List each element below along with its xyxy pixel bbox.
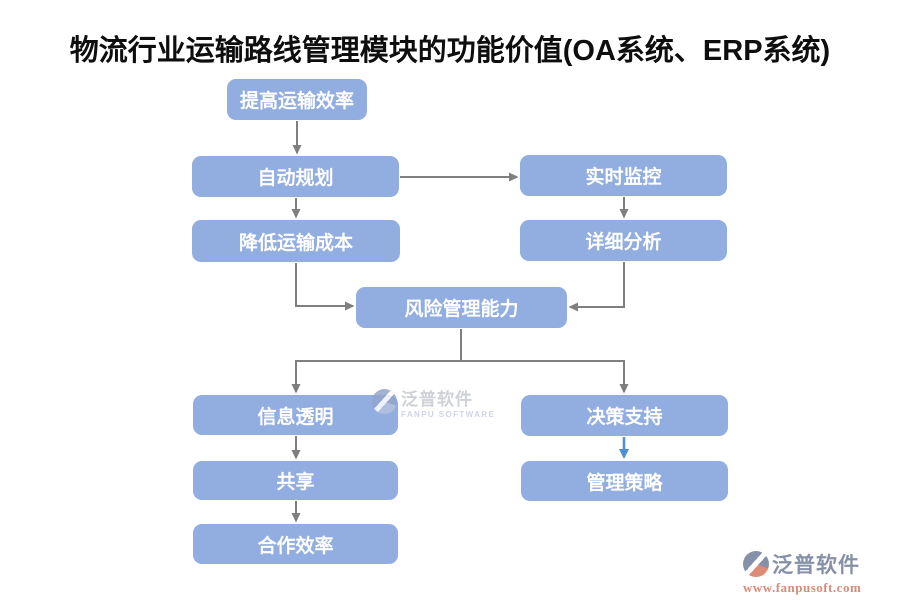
node-label: 风险管理能力: [404, 299, 519, 320]
node-label: 实时监控: [585, 167, 662, 188]
node-cooperation-efficiency: 合作效率: [193, 524, 398, 564]
fanpu-logo-icon: [372, 389, 397, 414]
edge-analysis-to-risk: [568, 262, 625, 312]
watermark-brand: 泛普软件: [401, 390, 473, 409]
node-sharing: 共享: [193, 461, 398, 500]
edge-risk-to-decision: [461, 360, 629, 394]
node-label: 合作效率: [257, 535, 334, 557]
node-detailed-analysis: 详细分析: [520, 220, 727, 261]
node-label: 提高运输效率: [239, 91, 354, 112]
edge-risk-to-transparency: [291, 329, 462, 394]
node-label: 信息透明: [257, 406, 334, 428]
footer-brand-row: 泛普软件: [743, 549, 860, 579]
node-label: 管理策略: [586, 472, 663, 494]
node-auto-planning: 自动规划: [192, 156, 399, 197]
node-label: 降低运输成本: [238, 232, 353, 254]
footer-brand-name: 泛普软件: [772, 554, 860, 577]
node-decision-support: 决策支持: [521, 395, 728, 436]
node-reduce-cost: 降低运输成本: [192, 220, 400, 262]
node-info-transparency: 信息透明: [193, 395, 398, 435]
fanpu-logo-icon: [743, 551, 769, 577]
diagram-title: 物流行业运输路线管理模块的功能价值(OA系统、ERP系统): [69, 35, 831, 67]
node-label: 自动规划: [257, 168, 334, 189]
node-risk-management: 风险管理能力: [356, 287, 567, 328]
node-management-strategy: 管理策略: [521, 461, 728, 501]
node-label: 决策支持: [586, 407, 663, 428]
node-label: 共享: [276, 472, 315, 493]
node-realtime-monitoring: 实时监控: [520, 155, 727, 196]
footer-brand-block: 泛普软件 www.fanpusoft.com: [743, 549, 893, 596]
watermark-tagline: FANPU SOFTWARE: [401, 410, 496, 419]
edge-reducecost-to-risk: [295, 263, 355, 311]
node-label: 详细分析: [585, 232, 662, 253]
node-improve-efficiency: 提高运输效率: [227, 79, 367, 120]
watermark-text: 泛普软件 FANPU SOFTWARE: [401, 389, 495, 419]
center-watermark: 泛普软件 FANPU SOFTWARE: [372, 389, 495, 419]
footer-brand-url: www.fanpusoft.com: [743, 580, 862, 595]
